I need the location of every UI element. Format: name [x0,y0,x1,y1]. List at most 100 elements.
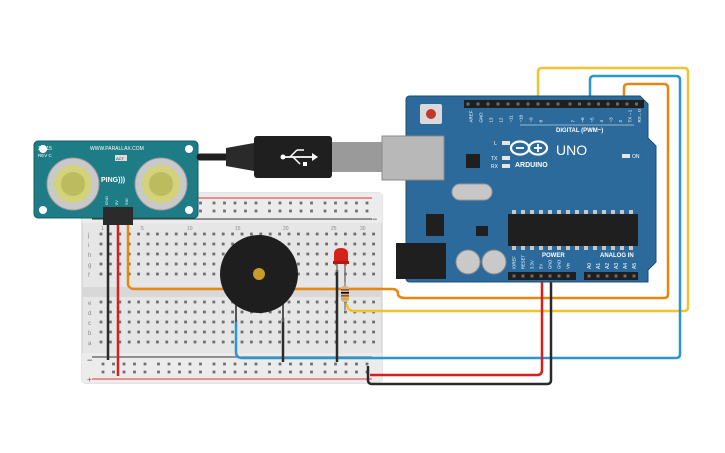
rail-hole[interactable] [167,362,171,366]
breadboard-hole[interactable] [174,252,178,256]
header-hole[interactable] [466,102,470,106]
breadboard-hole[interactable] [212,272,216,276]
breadboard-hole[interactable] [231,232,234,236]
breadboard-hole[interactable] [325,330,328,334]
breadboard-hole[interactable] [353,262,357,266]
header-hole[interactable] [632,274,636,278]
breadboard-hole[interactable] [240,310,244,314]
breadboard-hole[interactable] [297,242,300,246]
breadboard-hole[interactable] [137,242,140,246]
header-hole[interactable] [568,102,572,106]
rail-hole[interactable] [334,370,337,374]
breadboard-hole[interactable] [268,232,272,236]
rail-hole[interactable] [101,370,105,374]
breadboard-hole[interactable] [306,300,310,304]
header-hole[interactable] [596,274,600,278]
rail-hole[interactable] [157,362,160,366]
rail-hole[interactable] [178,362,181,366]
rail-hole[interactable] [355,370,358,374]
resistor[interactable] [341,280,349,310]
rail-hole[interactable] [289,209,292,213]
breadboard-hole[interactable] [372,330,375,334]
breadboard-hole[interactable] [174,232,178,236]
header-hole[interactable] [587,274,591,278]
breadboard-hole[interactable] [212,340,216,344]
rail-hole[interactable] [278,362,282,366]
header-hole[interactable] [606,102,610,106]
rail-hole[interactable] [310,362,313,366]
breadboard-hole[interactable] [184,242,187,246]
breadboard-hole[interactable] [184,262,187,266]
rail-hole[interactable] [233,362,237,366]
breadboard-hole[interactable] [156,232,159,236]
breadboard-hole[interactable] [231,310,234,314]
usb-cable[interactable] [196,136,382,178]
rail-hole[interactable] [157,370,160,374]
breadboard-hole[interactable] [137,300,140,304]
wire-yellow-led-pin10[interactable] [345,66,690,313]
breadboard-hole[interactable] [372,262,375,266]
rail-hole[interactable] [254,362,258,366]
breadboard-hole[interactable] [362,272,366,276]
rail-hole[interactable] [365,201,369,205]
breadboard-hole[interactable] [362,232,366,236]
breadboard-hole[interactable] [165,262,169,266]
breadboard-hole[interactable] [268,320,272,324]
breadboard-hole[interactable] [203,272,206,276]
breadboard-hole[interactable] [325,272,328,276]
rail-hole[interactable] [254,201,258,205]
rail-hole[interactable] [323,362,327,366]
breadboard-hole[interactable] [362,340,366,344]
breadboard-hole[interactable] [306,262,310,266]
header-hole[interactable] [623,274,627,278]
breadboard-hole[interactable] [193,320,197,324]
rail-hole[interactable] [310,209,313,213]
rail-hole[interactable] [268,201,271,205]
breadboard-hole[interactable] [287,320,291,324]
breadboard-hole[interactable] [372,272,375,276]
breadboard-hole[interactable] [297,252,300,256]
breadboard-hole[interactable] [231,242,234,246]
breadboard-hole[interactable] [344,340,347,344]
breadboard-hole[interactable] [240,330,244,334]
rail-hole[interactable] [212,209,216,213]
rail-hole[interactable] [244,209,247,213]
breadboard-hole[interactable] [156,310,159,314]
breadboard-hole[interactable] [184,252,187,256]
rail-hole[interactable] [365,362,369,366]
breadboard-hole[interactable] [372,232,375,236]
breadboard-hole[interactable] [306,330,310,334]
rail-hole[interactable] [244,370,247,374]
breadboard-hole[interactable] [325,320,328,324]
breadboard-hole[interactable] [99,252,103,256]
breadboard-hole[interactable] [325,340,328,344]
breadboard-hole[interactable] [259,340,263,344]
breadboard-hole[interactable] [118,252,122,256]
breadboard-hole[interactable] [109,272,112,276]
rail-hole[interactable] [334,362,337,366]
rail-hole[interactable] [188,362,192,366]
breadboard-hole[interactable] [184,340,187,344]
rail-hole[interactable] [122,362,126,366]
rail-hole[interactable] [143,362,147,366]
breadboard-hole[interactable] [109,252,112,256]
breadboard-hole[interactable] [99,320,103,324]
breadboard-hole[interactable] [203,232,206,236]
breadboard-hole[interactable] [203,310,206,314]
rail-hole[interactable] [323,370,327,374]
breadboard-hole[interactable] [325,252,328,256]
header-hole[interactable] [496,102,500,106]
breadboard-hole[interactable] [221,310,225,314]
breadboard-hole[interactable] [165,310,169,314]
breadboard-hole[interactable] [306,252,310,256]
breadboard-hole[interactable] [174,262,178,266]
breadboard-hole[interactable] [127,340,131,344]
breadboard-hole[interactable] [193,330,197,334]
breadboard-hole[interactable] [278,232,281,236]
red-led[interactable] [333,248,349,282]
breadboard-hole[interactable] [165,320,169,324]
breadboard-hole[interactable] [137,340,140,344]
breadboard-hole[interactable] [193,232,197,236]
rail-hole[interactable] [244,201,247,205]
breadboard-hole[interactable] [221,330,225,334]
